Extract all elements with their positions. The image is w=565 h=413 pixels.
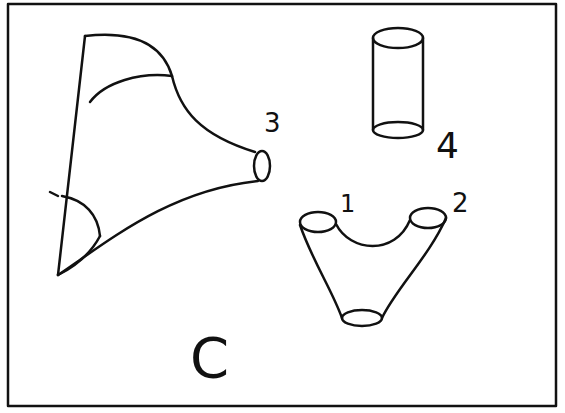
surface-with-boundary — [50, 35, 270, 275]
boundary-number: 2 — [452, 190, 469, 216]
frame — [8, 4, 556, 406]
cylinder — [373, 28, 423, 138]
surface-name: C — [190, 330, 229, 386]
boundary-number: 4 — [436, 128, 459, 164]
boundary-number: 3 — [264, 110, 281, 136]
boundary-number: 1 — [340, 192, 355, 216]
pair-of-pants — [300, 208, 446, 326]
